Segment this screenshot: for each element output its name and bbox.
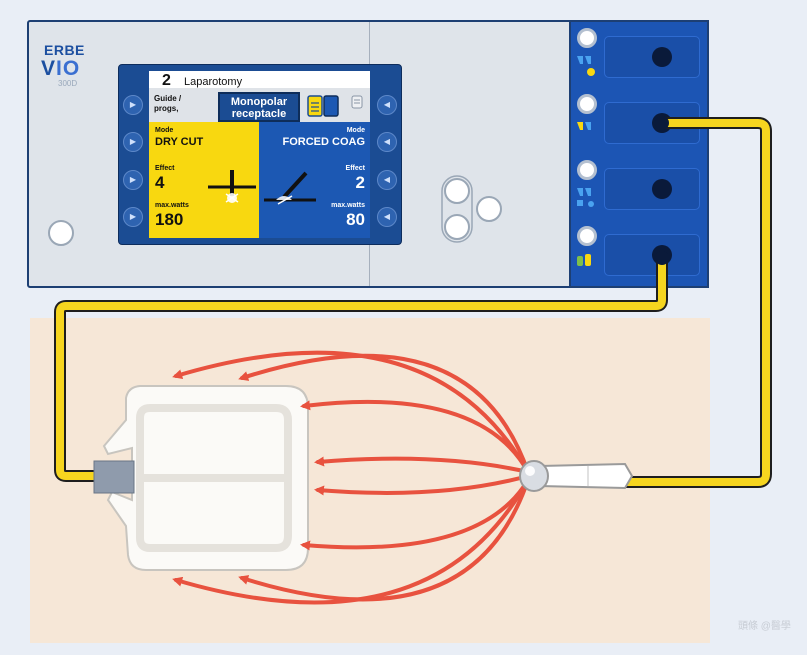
socket-4-led bbox=[577, 226, 597, 246]
coag-mode-label: Mode bbox=[346, 127, 365, 134]
triangle-arrow-icon: ◀ bbox=[383, 175, 391, 184]
coag-effect-value: 2 bbox=[355, 173, 365, 192]
right-soft-button-1[interactable]: ◀ bbox=[377, 95, 397, 115]
left-soft-button-2[interactable]: ▶ bbox=[123, 132, 143, 152]
guide-label: Guide / progs, bbox=[154, 94, 182, 113]
neutral-electrode-pad bbox=[93, 385, 309, 571]
cut-settings-panel bbox=[149, 122, 259, 238]
coag-mode-icon bbox=[264, 171, 316, 205]
cut-watts-value: 180 bbox=[155, 210, 184, 229]
down-button[interactable] bbox=[444, 214, 470, 240]
left-soft-button-1[interactable]: ▶ bbox=[123, 95, 143, 115]
model-logo-io: IO bbox=[56, 57, 81, 80]
socket-3-led bbox=[577, 160, 597, 180]
cut-mode-value: DRY CUT bbox=[155, 136, 204, 148]
right-soft-button-2[interactable]: ◀ bbox=[377, 132, 397, 152]
model-logo: VIO bbox=[41, 57, 80, 81]
cut-mode-label: Mode bbox=[155, 127, 174, 134]
coag-channel-icon bbox=[323, 95, 339, 117]
model-number: 300D bbox=[58, 79, 78, 88]
footswitch-icon bbox=[577, 188, 594, 207]
socket-3-hole bbox=[652, 179, 672, 199]
select-button[interactable] bbox=[476, 196, 502, 222]
left-soft-button-3[interactable]: ▶ bbox=[123, 170, 143, 190]
active-electrode-handpiece bbox=[519, 460, 634, 492]
up-button[interactable] bbox=[444, 178, 470, 204]
socket-2-led bbox=[577, 94, 597, 114]
triangle-arrow-icon: ▶ bbox=[129, 100, 137, 109]
cut-watts-label: max.watts bbox=[155, 202, 189, 209]
socket-1-hole bbox=[652, 47, 672, 67]
right-soft-button-3[interactable]: ◀ bbox=[377, 170, 397, 190]
program-name: Laparotomy bbox=[184, 76, 243, 88]
cut-effect-value: 4 bbox=[155, 173, 165, 192]
footswitch-icon bbox=[577, 56, 595, 76]
socket-symbols bbox=[577, 56, 595, 266]
right-soft-button-4[interactable]: ◀ bbox=[377, 207, 397, 227]
coag-mode-value: FORCED COAG bbox=[282, 136, 366, 148]
header-status-icons bbox=[307, 95, 363, 117]
coag-watts-value: 80 bbox=[346, 210, 365, 229]
cut-mode-icon bbox=[208, 170, 256, 203]
coag-effect-label: Effect bbox=[345, 165, 365, 172]
triangle-arrow-icon: ◀ bbox=[383, 212, 391, 221]
triangle-arrow-icon: ▶ bbox=[129, 212, 137, 221]
settings-page-icon bbox=[351, 95, 363, 109]
triangle-arrow-icon: ◀ bbox=[383, 137, 391, 146]
left-soft-button-4[interactable]: ▶ bbox=[123, 207, 143, 227]
neutral-electrode-icon bbox=[577, 254, 591, 266]
socket-1-led bbox=[577, 28, 597, 48]
coag-watts-label: max.watts bbox=[331, 202, 365, 209]
model-logo-v: V bbox=[41, 57, 57, 80]
current-flow-arrows bbox=[172, 350, 530, 605]
triangle-arrow-icon: ▶ bbox=[129, 175, 137, 184]
triangle-arrow-icon: ▶ bbox=[129, 137, 137, 146]
footswitch-icon bbox=[577, 122, 591, 130]
button-group-outline bbox=[441, 175, 473, 243]
triangle-arrow-icon: ◀ bbox=[383, 100, 391, 109]
coag-settings-panel bbox=[259, 122, 370, 238]
program-number: 2 bbox=[162, 72, 171, 89]
brand-logo-text: ERBE bbox=[44, 42, 85, 58]
receptacle-label: Monopolar receptacle bbox=[218, 92, 300, 122]
power-button[interactable] bbox=[48, 220, 74, 246]
watermark: 頭條 @醫學 bbox=[738, 621, 791, 632]
cut-effect-label: Effect bbox=[155, 165, 175, 172]
